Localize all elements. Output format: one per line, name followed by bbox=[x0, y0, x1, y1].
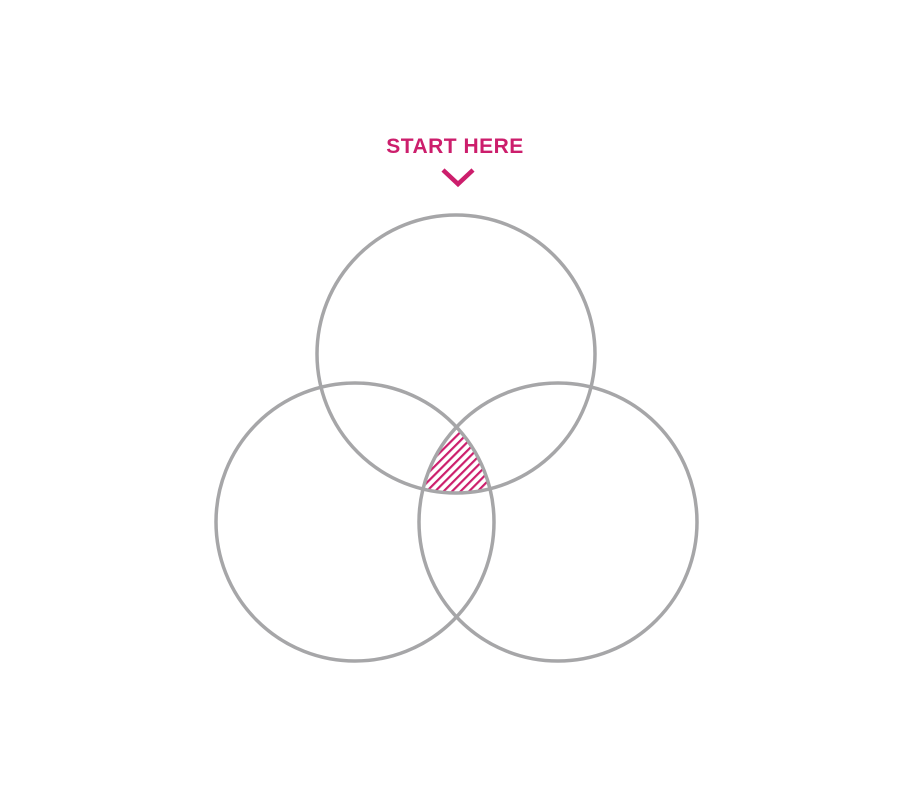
start-here-label: START HERE bbox=[386, 135, 524, 158]
left-circle bbox=[214, 381, 496, 663]
top-circle bbox=[315, 213, 597, 495]
right-circle bbox=[417, 381, 699, 663]
chevron-down-icon bbox=[441, 168, 475, 188]
